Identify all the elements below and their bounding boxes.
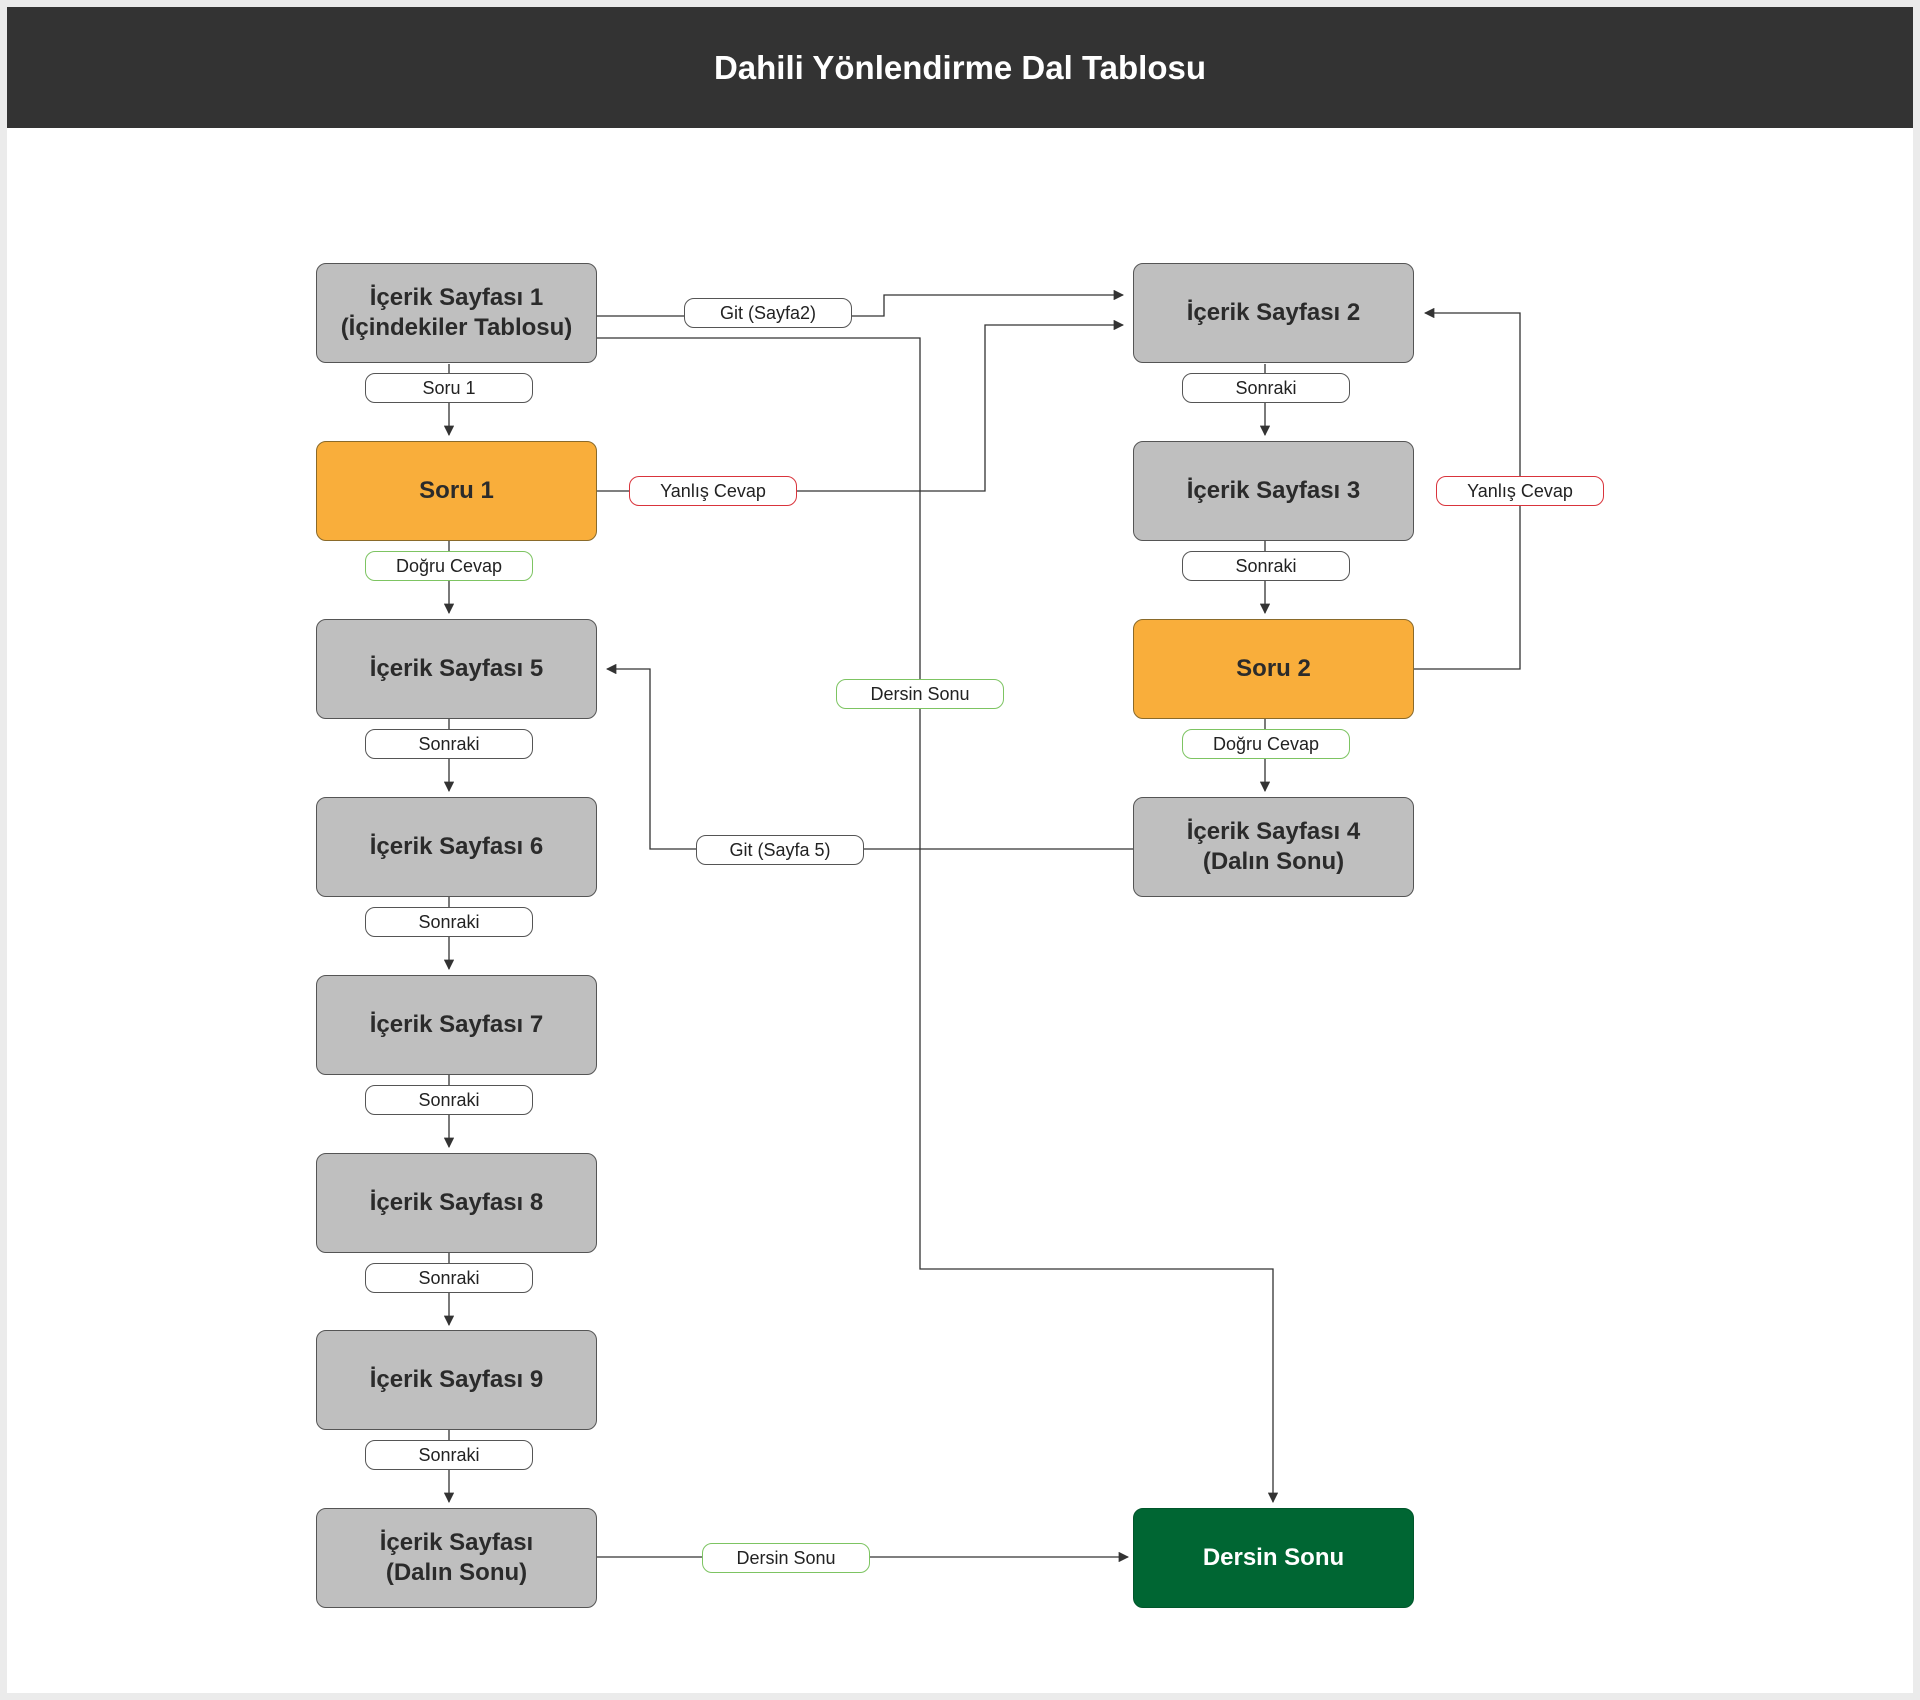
edge-label-q1-p5: Doğru Cevap <box>365 551 533 581</box>
node-content-page-7[interactable]: İçerik Sayfası 7 <box>316 975 597 1075</box>
edge-label-q2-p2: Yanlış Cevap <box>1436 476 1604 506</box>
page-title: Dahili Yönlendirme Dal Tablosu <box>713 48 1207 86</box>
node-content-page-6[interactable]: İçerik Sayfası 6 <box>316 797 597 897</box>
edge-label-p9-pend: Sonraki <box>365 1440 533 1470</box>
edge-p1-p2 <box>597 289 1125 317</box>
node-content-page-1[interactable]: İçerik Sayfası 1 (İçindekiler Tablosu) <box>316 263 597 363</box>
node-content-page-branch-end[interactable]: İçerik Sayfası (Dalın Sonu) <box>316 1508 597 1608</box>
edge-label-p3-q2: Sonraki <box>1182 551 1350 581</box>
node-content-page-9[interactable]: İçerik Sayfası 9 <box>316 1330 597 1430</box>
edge-label-p1-end: Dersin Sonu <box>836 679 1004 709</box>
edge-label-p4-p5: Git (Sayfa 5) <box>696 835 864 865</box>
edge-label-p1-p2: Git (Sayfa2) <box>684 298 852 328</box>
header-bar: Dahili Yönlendirme Dal Tablosu <box>7 7 1913 128</box>
node-question-2[interactable]: Soru 2 <box>1133 619 1414 719</box>
node-content-page-2[interactable]: İçerik Sayfası 2 <box>1133 263 1414 363</box>
edge-label-p1-q1: Soru 1 <box>365 373 533 403</box>
edge-p4-p5 <box>605 663 1133 850</box>
edge-label-pend-end: Dersin Sonu <box>702 1543 870 1573</box>
edge-p1-end <box>597 337 1279 1504</box>
edge-label-p6-p7: Sonraki <box>365 907 533 937</box>
edge-label-q2-p4: Doğru Cevap <box>1182 729 1350 759</box>
node-content-page-4[interactable]: İçerik Sayfası 4 (Dalın Sonu) <box>1133 797 1414 897</box>
node-question-1[interactable]: Soru 1 <box>316 441 597 541</box>
edge-label-p7-p8: Sonraki <box>365 1085 533 1115</box>
edge-label-q1-p2: Yanlış Cevap <box>629 476 797 506</box>
edge-q1-p2 <box>597 319 1125 492</box>
edge-label-p5-p6: Sonraki <box>365 729 533 759</box>
edge-label-p8-p9: Sonraki <box>365 1263 533 1293</box>
edge-label-p2-p3: Sonraki <box>1182 373 1350 403</box>
node-lesson-end[interactable]: Dersin Sonu <box>1133 1508 1414 1608</box>
node-content-page-3[interactable]: İçerik Sayfası 3 <box>1133 441 1414 541</box>
node-content-page-8[interactable]: İçerik Sayfası 8 <box>316 1153 597 1253</box>
node-content-page-5[interactable]: İçerik Sayfası 5 <box>316 619 597 719</box>
